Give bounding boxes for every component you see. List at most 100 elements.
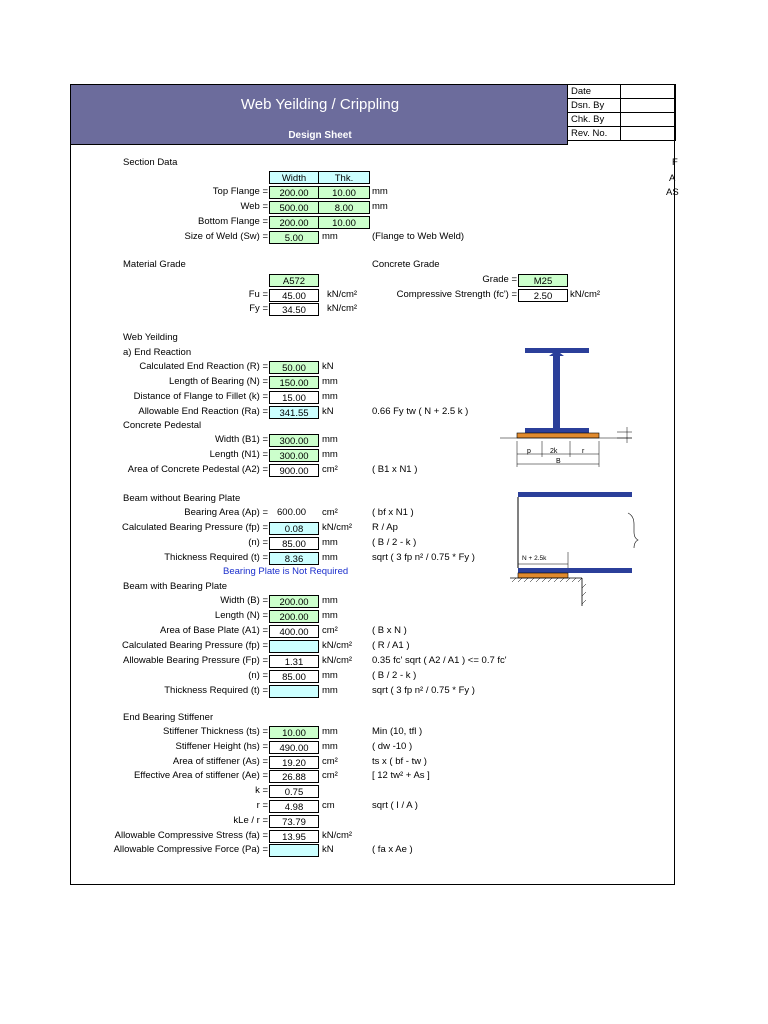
dim-label-b: B xyxy=(556,458,561,465)
fu-value: 45.00 xyxy=(269,289,319,302)
row-label: Effective Area of stiffener (Ae) = xyxy=(133,770,268,782)
row-formula-note: ( B / 2 - k ) xyxy=(372,537,417,548)
row-value: 8.36 xyxy=(269,552,319,565)
row-label: k = xyxy=(255,785,268,797)
elev-top-flange xyxy=(518,492,632,497)
meta-date-label: Date xyxy=(567,84,621,99)
concrete-pedestal-heading: Concrete Pedestal xyxy=(123,420,202,431)
row-label: r = xyxy=(256,800,268,811)
row-value: 15.00 xyxy=(269,391,319,404)
row-value-input[interactable]: 150.00 xyxy=(269,376,319,389)
row-label: Thickness Required (t) = xyxy=(164,552,268,563)
row-label: Area of Base Plate (A1) = xyxy=(160,625,268,636)
row-label: Area of stiffener (As) = xyxy=(172,755,268,767)
row-unit: kN/cm² xyxy=(322,522,353,533)
row-label: Length (N1) = xyxy=(209,449,268,460)
section-data-heading: Section Data xyxy=(123,157,178,168)
row-value-input[interactable]: 50.00 xyxy=(269,361,319,374)
sheet-title: Web Yeilding / Crippling xyxy=(240,96,400,113)
row-unit: cm² xyxy=(322,464,338,475)
row-unit: cm xyxy=(322,800,335,811)
row-value: 400.00 xyxy=(269,625,319,638)
row-value: 1.31 xyxy=(269,655,319,668)
row-value: 900.00 xyxy=(269,464,319,477)
row-formula-note: ( R / A1 ) xyxy=(372,640,410,651)
row-label: Width (B1) = xyxy=(214,434,268,445)
row-value: 4.98 xyxy=(269,800,319,813)
row-unit: mm xyxy=(322,449,338,460)
row-value xyxy=(269,640,319,653)
row-value-input[interactable]: 300.00 xyxy=(269,434,319,447)
material-grade-heading: Material Grade xyxy=(123,259,186,270)
bottom-flange-shape xyxy=(525,428,589,433)
top-flange-unit: mm xyxy=(372,186,388,197)
row-unit: kN/cm² xyxy=(322,640,353,651)
meta-date-value[interactable] xyxy=(620,84,676,99)
row-formula-note: ( fa x Ae ) xyxy=(372,844,413,856)
bearing-plate-status: Bearing Plate is Not Required xyxy=(223,566,349,577)
sheet-subtitle: Design Sheet xyxy=(288,130,352,141)
web-width-input[interactable]: 500.00 xyxy=(269,201,319,214)
fc-unit: kN/cm² xyxy=(570,289,601,300)
fu-unit: kN/cm² xyxy=(327,289,358,300)
fu-label: Fu = xyxy=(248,289,268,300)
row-value-input[interactable]: 300.00 xyxy=(269,449,319,462)
row-value: 0.08 xyxy=(269,522,319,535)
concrete-grade-input[interactable]: M25 xyxy=(518,274,568,287)
web-shape xyxy=(553,353,560,428)
ibeam-section-diagram: p 2k r B xyxy=(500,348,632,467)
fy-value: 34.50 xyxy=(269,303,319,316)
meta-chk-value[interactable] xyxy=(620,112,676,127)
row-value: 26.88 xyxy=(269,770,319,784)
bottom-flange-width-input[interactable]: 200.00 xyxy=(269,216,319,229)
revision-table: Date Dsn. By Chk. By Rev. No. xyxy=(567,84,676,141)
row-value: 85.00 xyxy=(269,537,319,550)
row-formula-note: sqrt ( 3 fp n² / 0.75 * Fy ) xyxy=(372,685,475,696)
weld-size-input[interactable]: 5.00 xyxy=(269,231,319,244)
row-label: Length of Bearing (N) = xyxy=(168,376,268,387)
row-formula-note: 0.35 fc' sqrt ( A2 / A1 ) <= 0.7 fc' xyxy=(372,655,507,666)
row-value: 13.95 xyxy=(269,829,319,843)
row-unit: mm xyxy=(322,610,338,621)
sheet-header: Web Yeilding / Crippling Design Sheet xyxy=(70,84,568,145)
row-formula-note: 0.66 Fy tw ( N + 2.5 k ) xyxy=(372,406,469,417)
row-value: 341.55 xyxy=(269,406,319,419)
row-formula-note: ( B x N ) xyxy=(372,625,407,636)
meta-dsn-value[interactable] xyxy=(620,98,676,113)
row-value: 73.79 xyxy=(269,814,319,828)
row-label: Width (B) = xyxy=(220,595,268,606)
row-unit: mm xyxy=(322,595,338,606)
row-unit: cm² xyxy=(322,507,338,518)
row-unit: mm xyxy=(322,391,338,402)
row-unit: kN/cm² xyxy=(322,655,353,666)
material-grade-input[interactable]: A572 xyxy=(269,274,319,287)
row-formula-note: R / Ap xyxy=(372,522,398,533)
col-header-width: Width xyxy=(269,171,319,184)
top-flange-thk-input[interactable]: 10.00 xyxy=(318,186,370,199)
row-unit: cm² xyxy=(322,625,338,636)
bottom-flange-thk-input[interactable]: 10.00 xyxy=(318,216,370,229)
row-unit: kN xyxy=(322,361,334,372)
meta-rev-value[interactable] xyxy=(620,126,676,141)
row-label: Calculated End Reaction (R) = xyxy=(139,361,268,372)
without-plate-heading: Beam without Bearing Plate xyxy=(123,493,241,504)
row-unit: mm xyxy=(322,740,338,752)
row-value-input[interactable]: 10.00 xyxy=(269,726,319,739)
bottom-flange-label: Bottom Flange = xyxy=(198,216,268,227)
meta-dsn-label: Dsn. By xyxy=(567,98,621,113)
row-label: Allowable Compressive Stress (fa) = xyxy=(114,829,268,841)
top-flange-width-input[interactable]: 200.00 xyxy=(269,186,319,199)
row-value-input[interactable]: 200.00 xyxy=(269,610,319,623)
row-label: Allowable Bearing Pressure (Fp) = xyxy=(123,655,268,666)
web-thk-input[interactable]: 8.00 xyxy=(318,201,370,214)
row-value: 85.00 xyxy=(269,670,319,683)
row-value-input[interactable]: 200.00 xyxy=(269,595,319,608)
meta-rev-label: Rev. No. xyxy=(567,126,621,141)
weld-size-label: Size of Weld (Sw) = xyxy=(184,231,268,242)
row-unit: mm xyxy=(322,434,338,445)
row-label: Calculated Bearing Pressure (fp) = xyxy=(121,522,268,533)
web-yielding-heading: Web Yeilding xyxy=(123,332,178,343)
row-formula-note: ( bf x N1 ) xyxy=(372,507,414,518)
row-label: Distance of Flange to Fillet (k) = xyxy=(133,391,268,402)
row-label: Calculated Bearing Pressure (fp) = xyxy=(121,640,268,651)
